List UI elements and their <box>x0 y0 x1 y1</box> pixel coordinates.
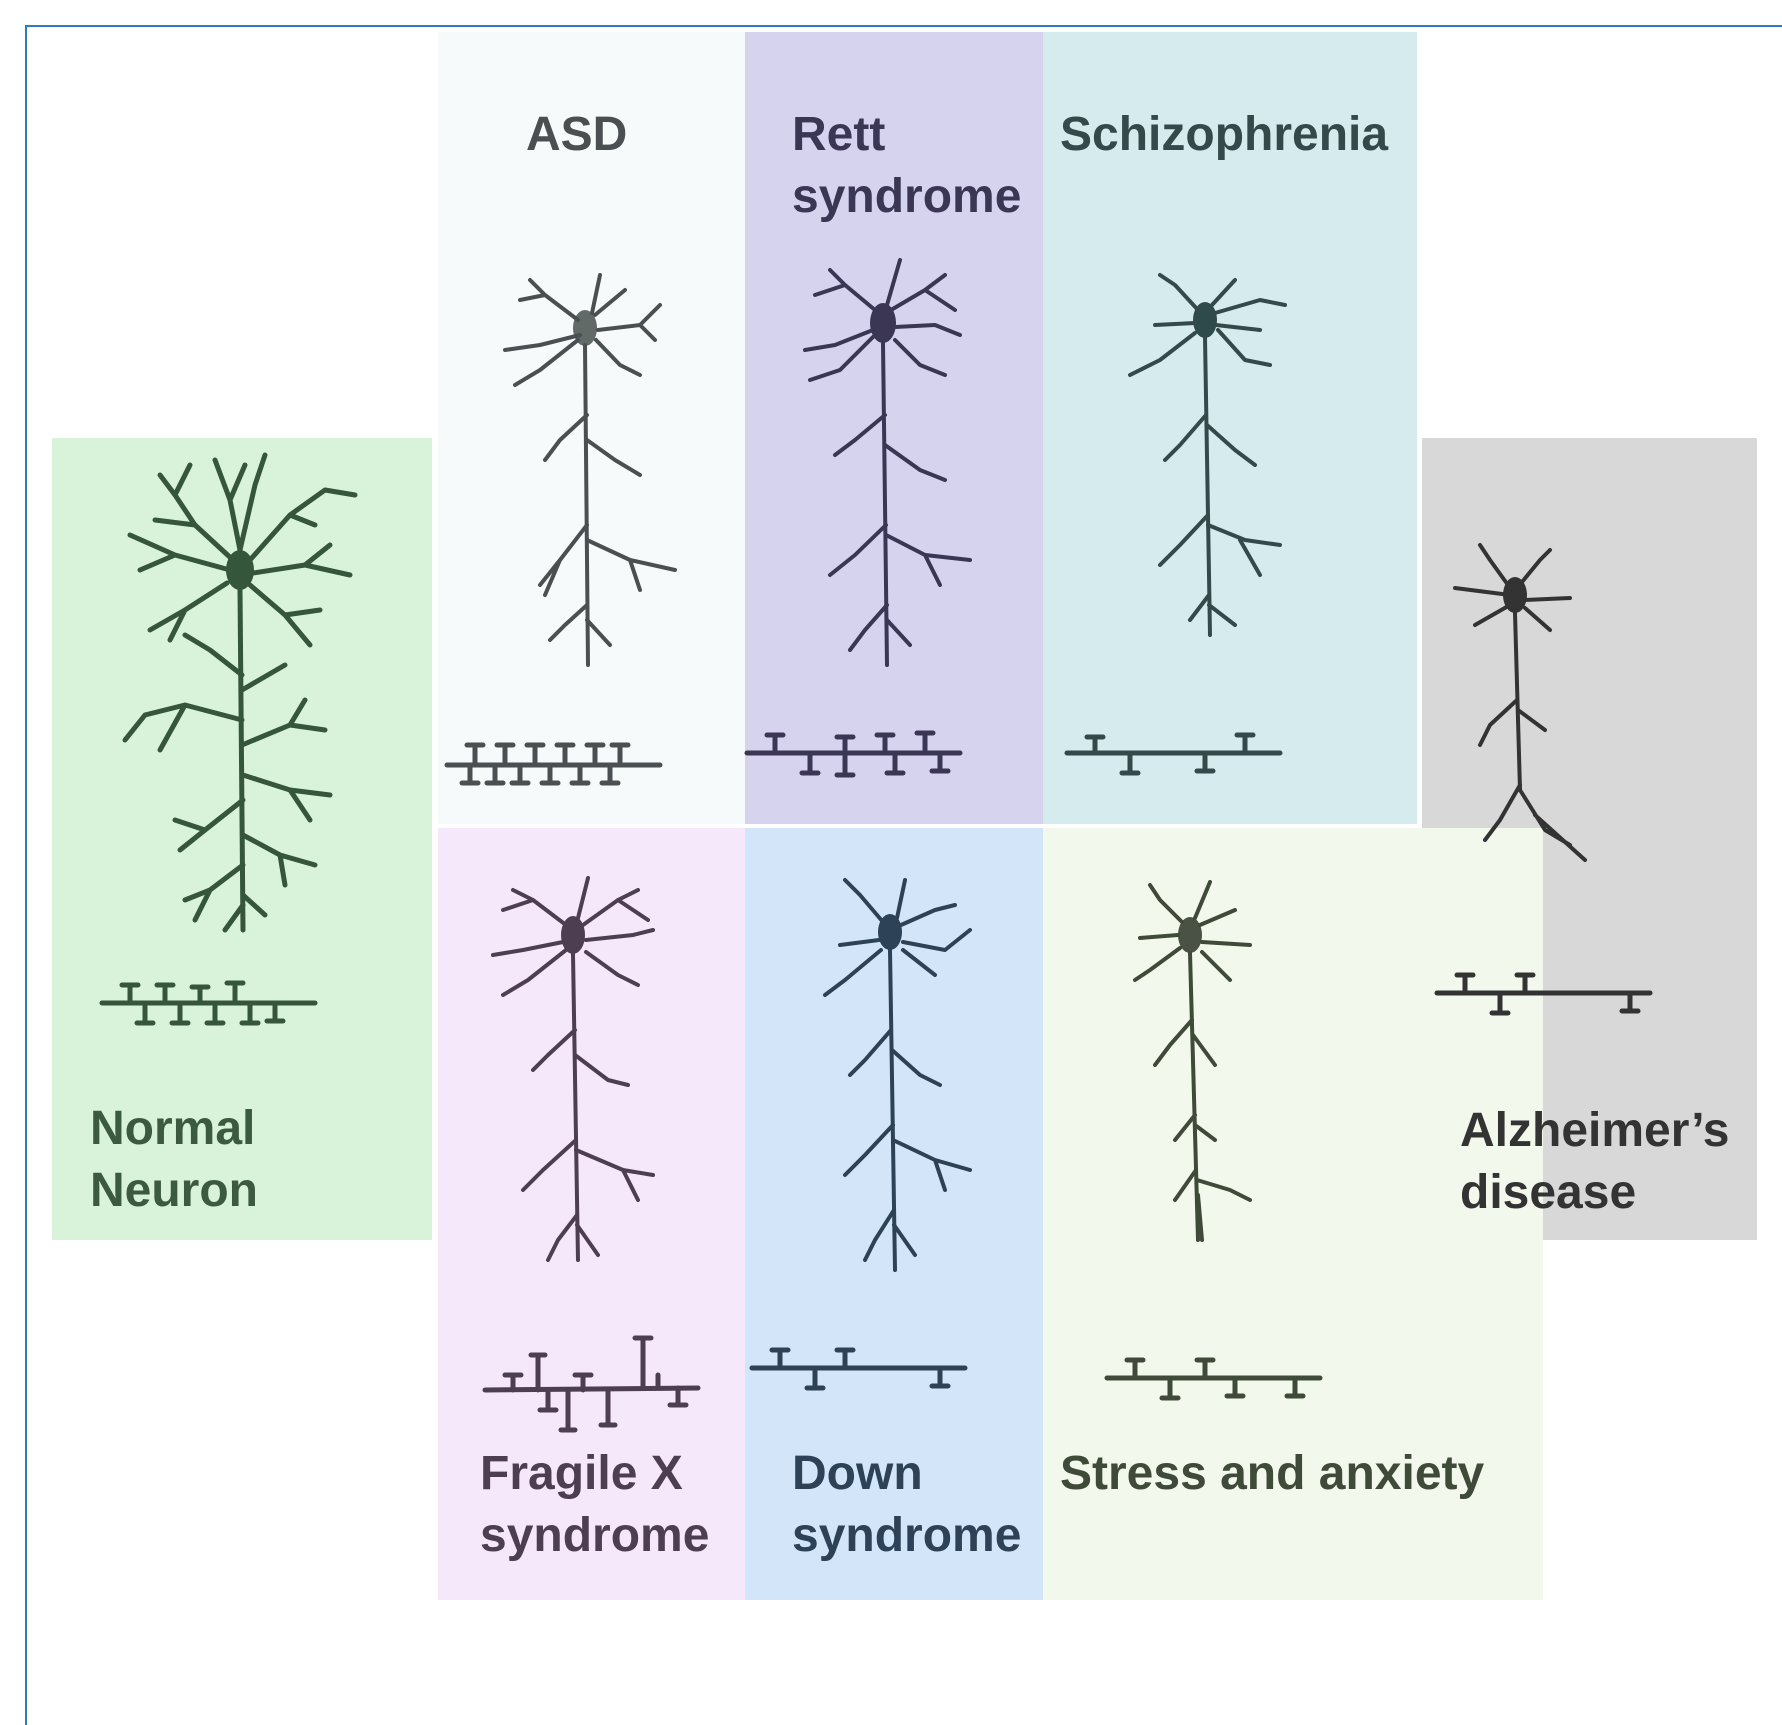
spines-down <box>750 1340 970 1400</box>
label-alzheimers-line2: disease <box>1460 1162 1729 1224</box>
label-normal-line1: Normal <box>90 1098 258 1160</box>
label-asd-line1: ASD <box>526 104 627 166</box>
spines-schizophrenia <box>1065 725 1285 785</box>
neuron-alzheimers <box>1450 530 1610 870</box>
label-alzheimers-line1: Alzheimer’s <box>1460 1100 1729 1162</box>
neuron-stress <box>1130 870 1290 1250</box>
neuron-down <box>805 870 1005 1280</box>
label-normal-line2: Neuron <box>90 1160 258 1222</box>
label-stress-line1: Stress and anxiety <box>1060 1443 1484 1505</box>
label-stress-and-anxiety: Stress and anxiety <box>1060 1443 1484 1505</box>
label-asd: ASD <box>526 104 627 166</box>
neuron-normal <box>115 445 375 935</box>
neuron-schizophrenia <box>1120 265 1320 645</box>
spines-fragile-x <box>483 1330 703 1440</box>
label-rett-syndrome: Rett syndrome <box>792 104 1021 228</box>
neuron-fragile-x <box>488 870 688 1270</box>
label-rett-line1: Rett <box>792 104 1021 166</box>
neuron-asd <box>500 265 700 665</box>
spines-stress <box>1105 1350 1325 1410</box>
spines-rett <box>745 725 965 785</box>
label-fragile-x-syndrome: Fragile X syndrome <box>480 1443 709 1567</box>
label-rett-line2: syndrome <box>792 166 1021 228</box>
label-down-line2: syndrome <box>792 1505 1021 1567</box>
neuron-rett <box>795 255 995 675</box>
label-normal-neuron: Normal Neuron <box>90 1098 258 1222</box>
label-schizophrenia: Schizophrenia <box>1060 104 1388 166</box>
spines-alzheimers <box>1435 965 1655 1025</box>
label-schizophrenia-line1: Schizophrenia <box>1060 104 1388 166</box>
label-alzheimers-disease: Alzheimer’s disease <box>1460 1100 1729 1224</box>
label-down-line1: Down <box>792 1443 1021 1505</box>
spines-asd <box>445 735 665 795</box>
label-fragile-x-line2: syndrome <box>480 1505 709 1567</box>
label-fragile-x-line1: Fragile X <box>480 1443 709 1505</box>
spines-normal <box>100 975 320 1035</box>
label-down-syndrome: Down syndrome <box>792 1443 1021 1567</box>
